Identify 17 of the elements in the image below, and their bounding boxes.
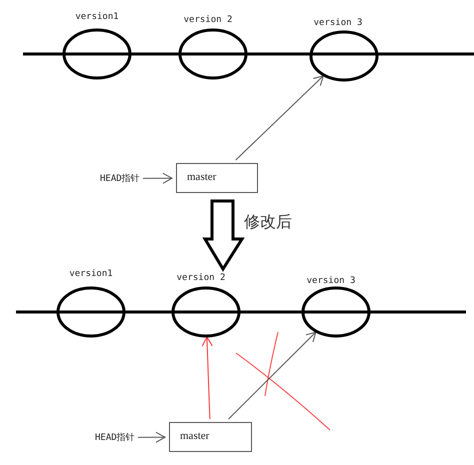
pointer-label: HEAD指针 (95, 431, 135, 444)
arrow (138, 432, 166, 443)
version-label: version1 (68, 269, 114, 279)
pointer-label: HEAD指针 (100, 172, 140, 185)
arrow (142, 172, 172, 184)
block-arrow (202, 200, 245, 272)
arrow (228, 332, 316, 420)
arrow (202, 336, 213, 420)
version-label: version 3 (312, 18, 364, 28)
branch-box: master (176, 163, 258, 193)
version-label: version1 (74, 12, 120, 22)
version-label: version 2 (182, 15, 234, 25)
branch-box: master (169, 422, 252, 452)
arrow (235, 75, 324, 160)
version-label: version 2 (176, 273, 226, 283)
edge-label: 修改后 (244, 212, 292, 233)
version-label: version 3 (306, 276, 356, 286)
